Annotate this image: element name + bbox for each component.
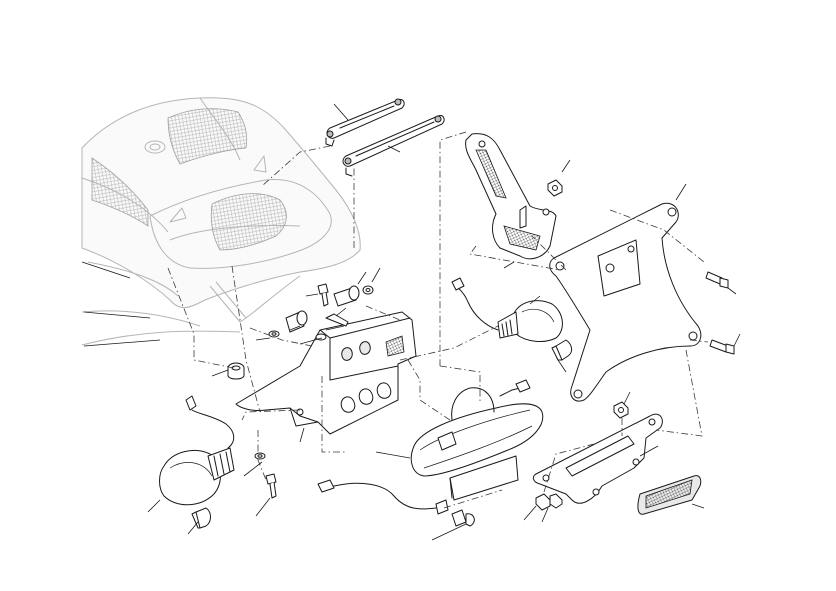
nut-lower-mount [613, 401, 629, 419]
bolt-upper-right [705, 271, 729, 289]
turn-indicator-right [451, 277, 563, 342]
washer-left [268, 330, 280, 338]
strap-rear [342, 115, 445, 177]
license-bulb [451, 509, 475, 527]
upper-mesh-bracket [465, 133, 557, 260]
lower-plate-mount [532, 413, 663, 504]
tail-section-outline [81, 97, 361, 346]
nut-top [547, 179, 563, 197]
washer-bottom-left [254, 452, 266, 460]
bulb-left [191, 507, 211, 529]
assembly-lines [167, 131, 709, 509]
wiring-lead [317, 479, 449, 515]
strap-front [325, 98, 405, 147]
bulb-right [551, 339, 573, 361]
turn-indicator-left [159, 395, 235, 506]
spacer-top-center [333, 285, 360, 307]
callout-leaders [81, 103, 741, 541]
washer-top-center [362, 285, 374, 295]
screw-top-center [317, 283, 329, 307]
grommet [227, 362, 245, 380]
plate-holder-bracket [549, 202, 702, 402]
screw-bottom-left [265, 473, 277, 499]
screw-mid [325, 313, 349, 327]
reflector [637, 475, 702, 515]
tail-light [410, 379, 544, 501]
inner-mudguard-bracket [235, 311, 417, 435]
washer-mid [315, 333, 327, 341]
spacer-left [285, 310, 308, 333]
bolt-lower-right [709, 339, 735, 355]
nuts-bottom [535, 493, 563, 511]
